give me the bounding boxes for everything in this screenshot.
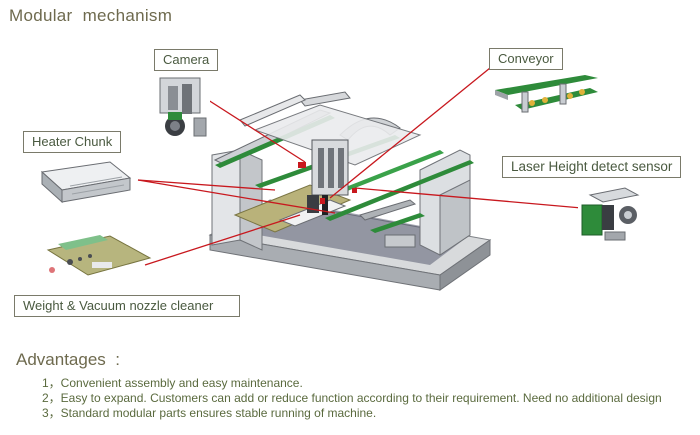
- advantages-title: Advantages :: [16, 350, 120, 369]
- label-conveyor: Conveyor: [489, 48, 563, 70]
- advantage-item-2: 2，Easy to expand. Customers can add or r…: [42, 391, 662, 405]
- heater-thumbnail: [40, 161, 132, 204]
- label-laser-sensor: Laser Height detect sensor: [502, 156, 682, 178]
- conveyor-thumbnail: [495, 75, 598, 113]
- page-title: Modular mechanism: [9, 6, 173, 25]
- advantage-item-3: 3，Standard modular parts ensures stable …: [42, 406, 377, 420]
- callout-lines: [137, 67, 594, 266]
- laser-sensor-thumbnail: [578, 186, 640, 242]
- advantage-item-1: 1，Convenient assembly and easy maintenan…: [42, 376, 303, 390]
- label-camera: Camera: [154, 49, 219, 71]
- nozzle-cleaner-thumbnail: [46, 235, 152, 276]
- camera-thumbnail: [152, 75, 210, 145]
- label-nozzle-cleaner: Weight & Vacuum nozzle cleaner: [14, 295, 240, 317]
- label-heater-chunk: Heater Chunk: [23, 131, 122, 153]
